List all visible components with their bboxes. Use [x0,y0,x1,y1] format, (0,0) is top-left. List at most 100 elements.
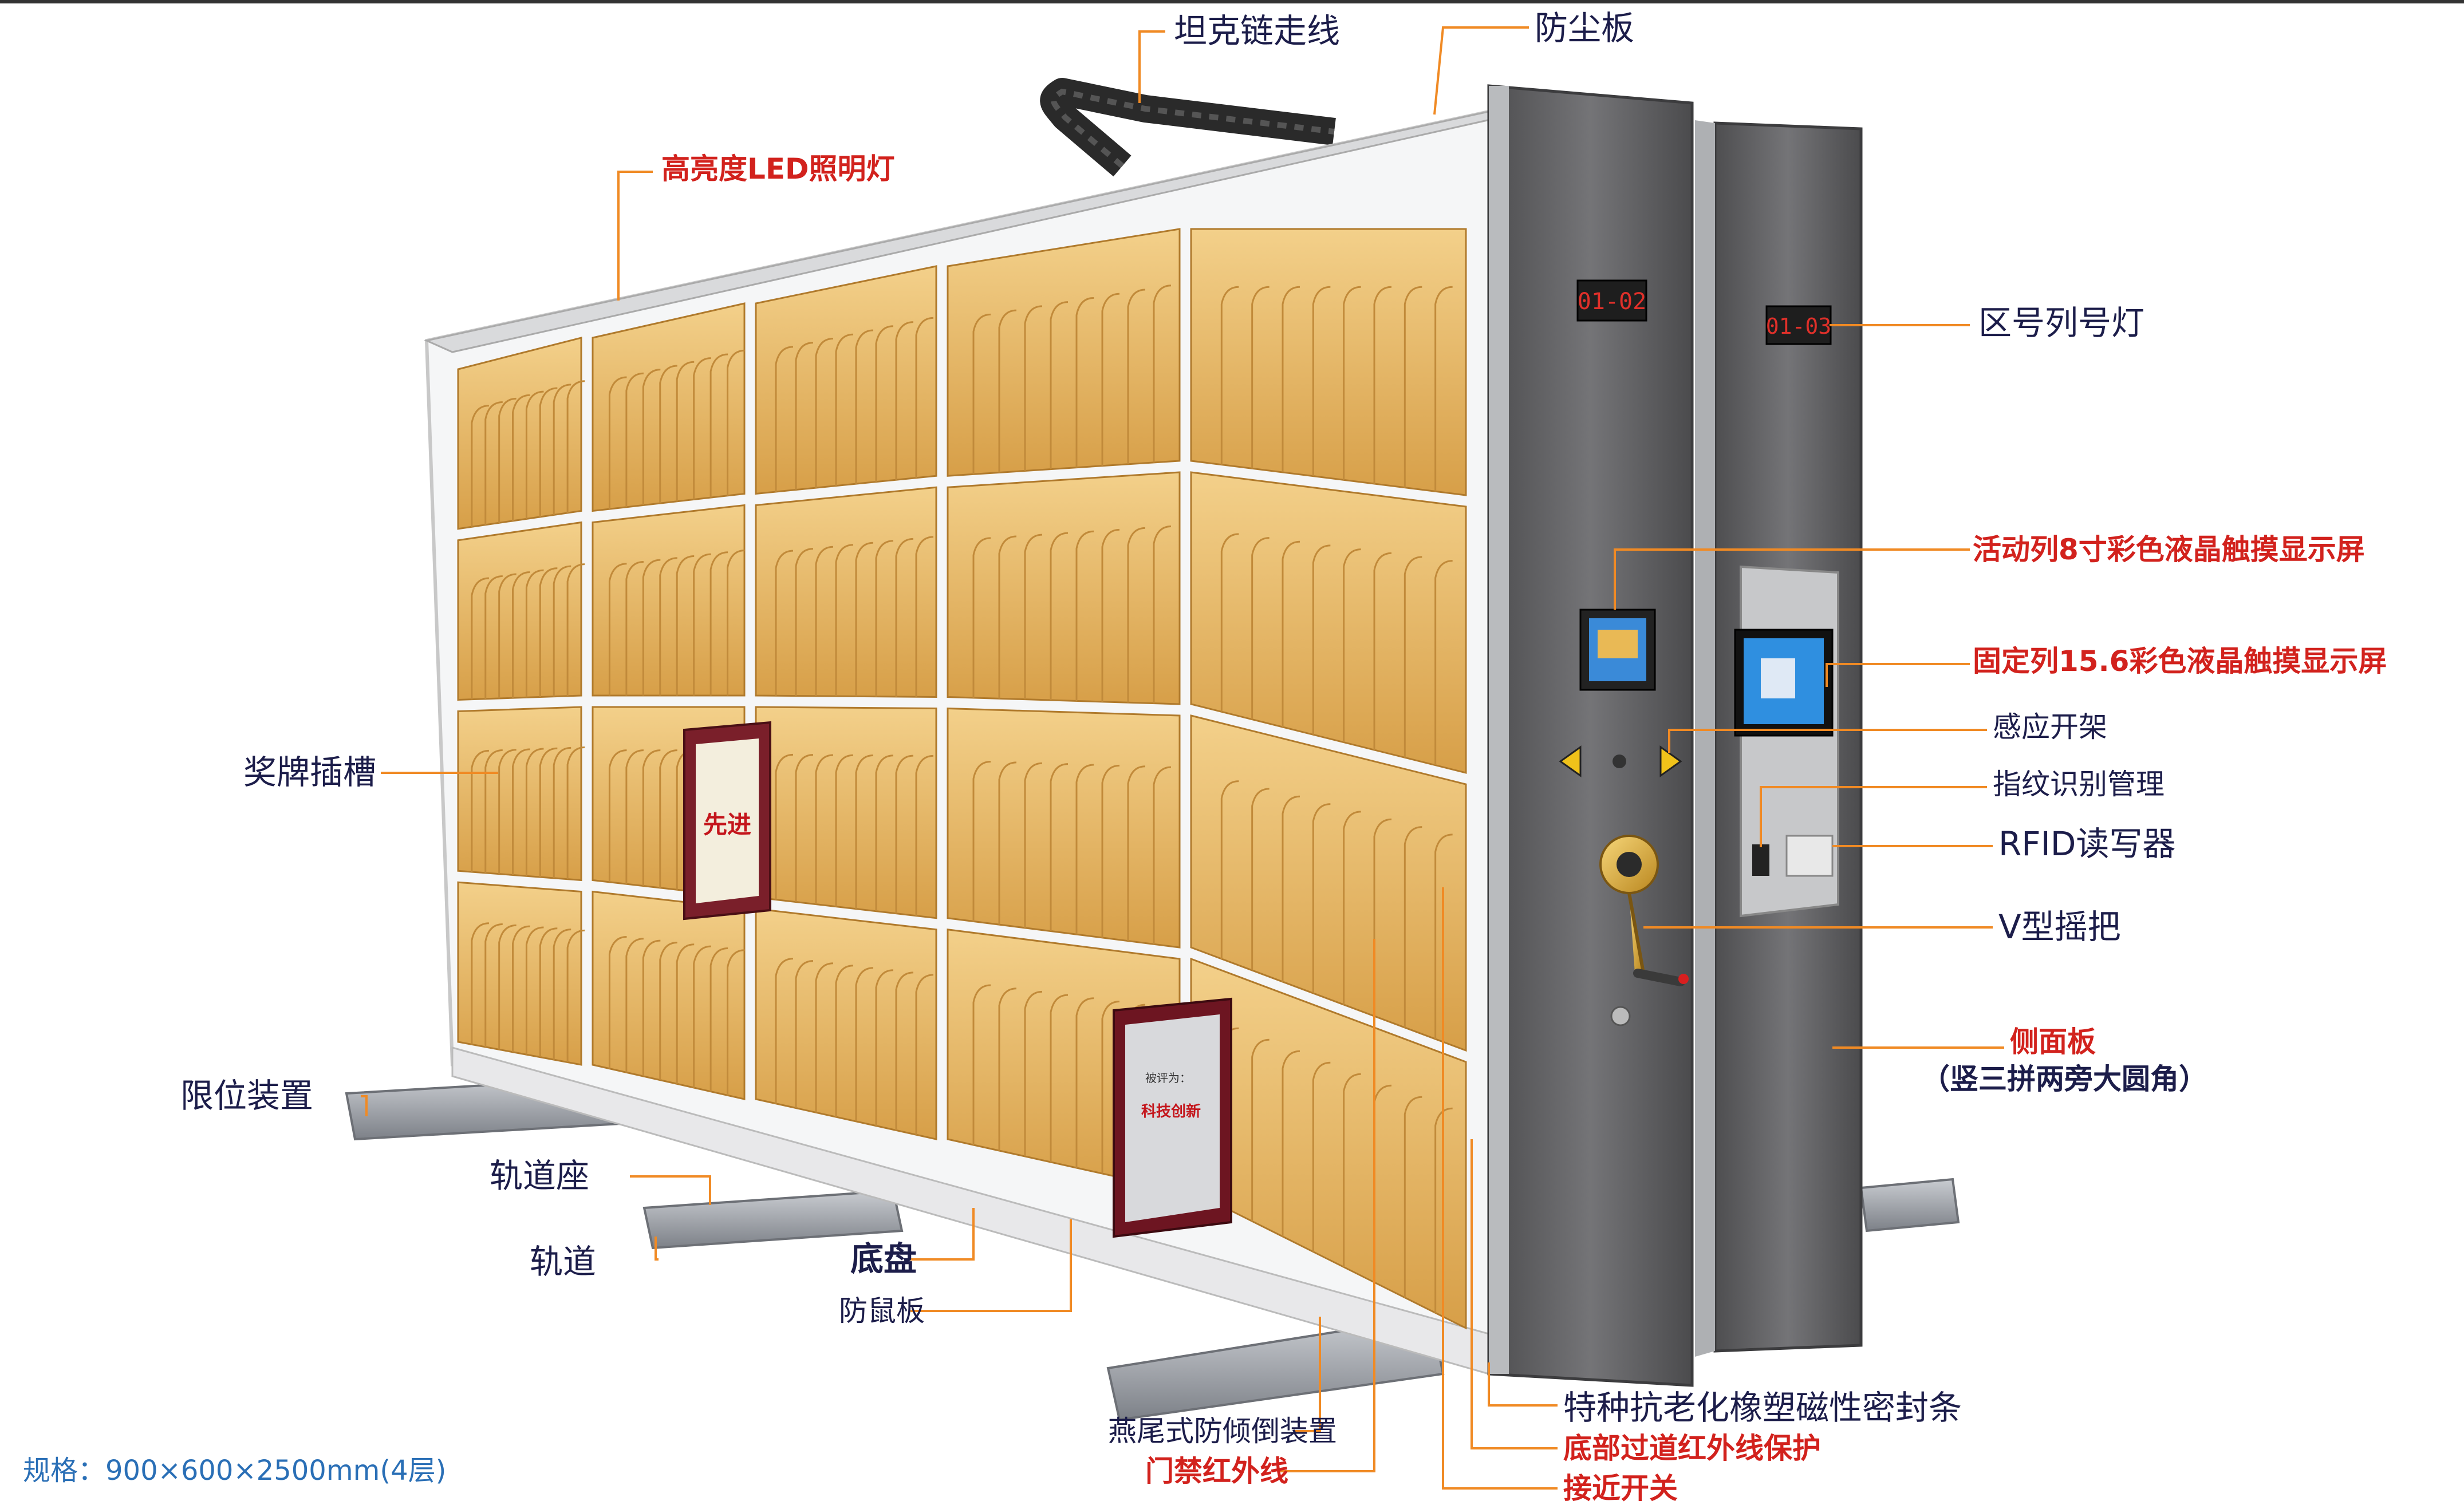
leader-line [1442,887,1558,1490]
medal-slot-divider [1075,530,1094,701]
medal-slot-divider [553,384,571,515]
medal-slot-divider [1404,286,1422,488]
label-led-light: 高亮度LED照明灯 [661,152,895,185]
medal-slot-divider [972,984,991,1145]
medal-slot-divider [1127,527,1146,703]
label-medal-slot: 奖牌插槽 [243,753,377,792]
shelf-cell [755,706,937,919]
medal-slot-divider [659,941,677,1080]
medal-slot-divider [642,939,661,1076]
medal-slot-divider [1024,305,1043,471]
medal-slot-divider [998,761,1017,925]
shelf-cell [592,302,746,512]
medal-slot-divider [471,922,489,1045]
medal-slot-divider [1101,293,1120,466]
medal-slot-divider [608,749,627,882]
medal-slot-divider [895,321,914,480]
label-door-ir: 门禁红外线 [1145,1455,1288,1488]
medal-slot-divider [1101,528,1120,702]
label-side-panel-sub: （竖三拼两旁大圆角） [1921,1062,2207,1096]
shelf-cell [1190,228,1467,496]
medal-slot-divider [553,746,571,878]
medal-slot-divider [471,405,489,527]
zone-display-right-text: 01-03 [1766,314,1831,339]
label-limit-device: 限位装置 [180,1076,314,1115]
medal-slot-divider [498,924,517,1050]
medal-slot-divider [566,746,585,879]
medal-slot-divider [815,962,834,1113]
medal-slot-divider [875,325,894,482]
medal-slot-divider [1343,1073,1361,1267]
medal-slot-divider [693,553,711,696]
rail-left-mid [642,1189,904,1250]
medal-slot-divider [775,958,794,1104]
medal-slot-divider [642,559,661,696]
medal-slot-divider [484,923,503,1047]
shelf-cell [947,471,1181,705]
medal-slot-divider [1434,834,1453,1039]
label-rail-seat: 轨道座 [490,1156,590,1195]
medal-slot-divider [512,394,530,521]
medal-slot-divider [855,329,874,484]
medal-slot-divider [608,935,627,1069]
v-handle [1599,835,1689,1026]
medal-slot-divider [1251,286,1270,469]
leader-line [1826,663,1970,687]
medal-slot-divider [795,754,814,902]
medal-slot-divider [895,755,914,914]
medal-slot-divider [659,557,677,696]
side-panel-left-strip [1489,86,1509,1374]
leader-line [617,171,653,301]
medal-slot-divider [1075,997,1094,1168]
medal-slot-divider [1101,1000,1120,1174]
medal-slot-divider [835,544,854,697]
medal-slot-divider [553,929,571,1060]
medal-slot-divider [625,749,644,884]
medal-slot-divider [1050,763,1069,931]
shelf-cell [755,486,937,698]
medal-slot-divider [815,754,834,904]
leader-line [1488,1362,1558,1407]
medal-slot-divider [795,548,814,696]
medal-slot-divider [1404,556,1422,758]
label-seal-strip: 特种抗老化橡塑磁性密封条 [1563,1388,1962,1427]
leader-line [1760,786,1987,847]
medal-slot-divider [795,342,814,490]
medal-slot-divider [1220,780,1239,959]
medal-slot-divider [1220,533,1239,712]
medal-slot-divider [659,749,677,888]
label-fingerprint: 指纹识别管理 [1993,768,2165,801]
medal-slot-divider [895,971,914,1131]
label-touch-8: 活动列8寸彩色液晶触摸显示屏 [1973,533,2365,566]
label-proximity: 接近开关 [1563,1472,1678,1505]
medal-slot-divider [1312,544,1331,735]
medal-slot-divider [1127,289,1146,464]
shelf-cell [457,706,582,882]
medal-slot-divider [1373,286,1392,484]
medal-slot-divider [727,949,745,1096]
medal-slot-divider [1075,764,1094,935]
leader-line [1280,939,1375,1472]
arrow-left-icon [1559,745,1582,777]
label-rail: 轨道 [530,1242,597,1281]
medal-slot-divider [1050,301,1069,469]
medal-slot-divider [512,748,530,875]
medal-slot-divider [998,309,1017,473]
label-zone-light: 区号列号灯 [1978,303,2145,342]
medal-slot-divider [727,349,745,496]
medal-slot-divider [1024,762,1043,928]
shelf-cell [1190,714,1467,1052]
label-chassis: 底盘 [850,1239,917,1278]
medal-slot-divider [498,573,517,698]
medal-slot-divider [676,943,695,1084]
label-tank-chain: 坦克链走线 [1174,11,1341,50]
medal-slot-divider [525,748,544,876]
medal-slot-divider [693,357,711,500]
medal-slot-divider [1343,811,1361,1005]
medal-slot-divider [1101,764,1120,938]
medal-slot-divider [553,565,571,697]
shelf-cell [1190,471,1467,774]
medal-slot-divider [775,346,794,492]
medal-slot-divider [775,550,794,696]
medal-slot-divider [875,755,894,911]
